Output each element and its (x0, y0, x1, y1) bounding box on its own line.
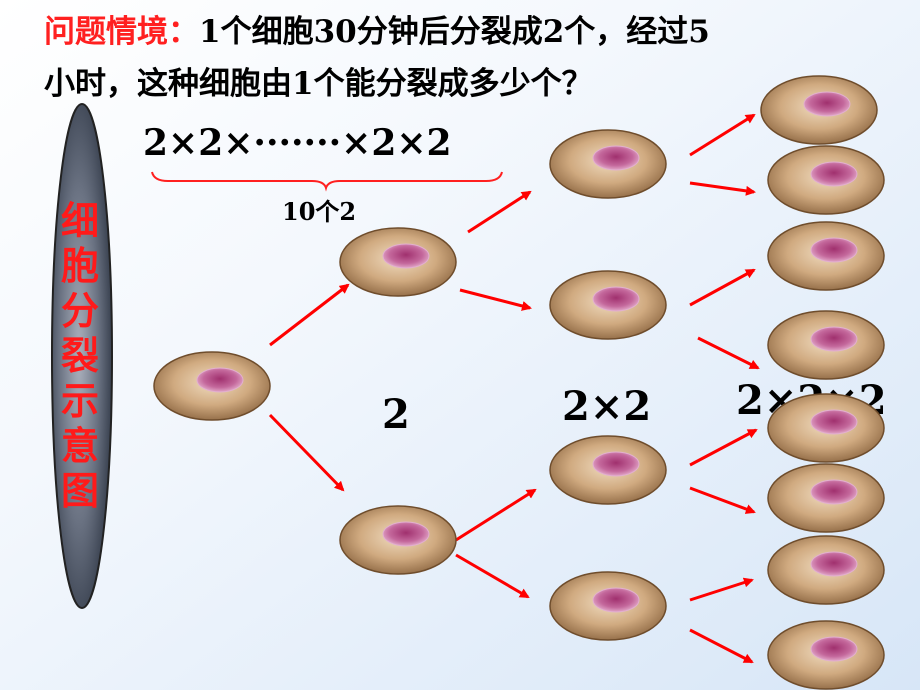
division-arrow (689, 181, 756, 196)
brace (151, 171, 503, 192)
cell-nucleus (810, 636, 858, 662)
division-arrow (467, 190, 532, 234)
side-label-char: 图 (60, 468, 99, 513)
cell (767, 145, 885, 215)
cell-nucleus (810, 551, 858, 577)
side-ellipse (51, 103, 113, 609)
cell (767, 463, 885, 533)
cell (767, 535, 885, 605)
cell (549, 129, 667, 199)
cell (767, 393, 885, 463)
division-arrow (459, 288, 532, 311)
cells (153, 75, 885, 690)
cell (549, 435, 667, 505)
division-arrow (268, 413, 345, 492)
side-label-char: 胞 (60, 243, 99, 288)
cell (339, 505, 457, 575)
level-label-1: 2 (382, 391, 410, 438)
cell-nucleus (803, 91, 851, 117)
cell (767, 221, 885, 291)
division-arrow (697, 336, 760, 370)
cell (767, 310, 885, 380)
cell-nucleus (592, 451, 640, 477)
level-label-2: 2×2 (562, 383, 651, 430)
cell-nucleus (382, 521, 430, 547)
cell (760, 75, 878, 145)
problem-line-2: 小时，这种细胞由1个能分裂成多少个？ (44, 66, 593, 102)
division-arrow (689, 628, 754, 664)
arrows (268, 113, 760, 664)
side-label-char: 细 (60, 198, 99, 243)
problem-statement: 问题情境：1个细胞30分钟后分裂成2个，经过5 小时，这种细胞由1个能分裂成多少个… (44, 6, 904, 110)
problem-line-1: 1个细胞30分钟后分裂成2个，经过5 (199, 14, 710, 50)
cell-nucleus (592, 587, 640, 613)
division-arrow (455, 488, 537, 542)
brace-label: 10个2 (282, 197, 356, 226)
division-arrow (689, 428, 758, 467)
division-arrow (269, 283, 350, 347)
cell-nucleus (810, 479, 858, 505)
side-label-char: 分 (60, 288, 99, 333)
side-label-char: 裂 (60, 333, 99, 378)
cell-nucleus (196, 367, 244, 393)
cell (549, 270, 667, 340)
formula: 2×2×·······×2×2 (143, 122, 452, 164)
cell (339, 227, 457, 297)
cell-nucleus (810, 326, 858, 352)
cell-nucleus (382, 243, 430, 269)
side-label: 细胞分裂示意图 (50, 106, 110, 606)
cell-nucleus (810, 409, 858, 435)
cell-nucleus (810, 161, 858, 187)
cell-nucleus (592, 286, 640, 312)
cell (549, 571, 667, 641)
cell (767, 620, 885, 690)
division-arrow (689, 268, 756, 307)
division-arrow (689, 113, 756, 157)
side-label-char: 意 (60, 423, 99, 468)
division-arrow (689, 486, 756, 514)
problem-label: 问题情境： (44, 14, 199, 50)
cell-nucleus (810, 237, 858, 263)
side-label-char: 示 (60, 378, 99, 423)
division-arrow (689, 577, 754, 602)
cell (153, 351, 271, 421)
division-arrow (455, 553, 530, 599)
cell-nucleus (592, 145, 640, 171)
